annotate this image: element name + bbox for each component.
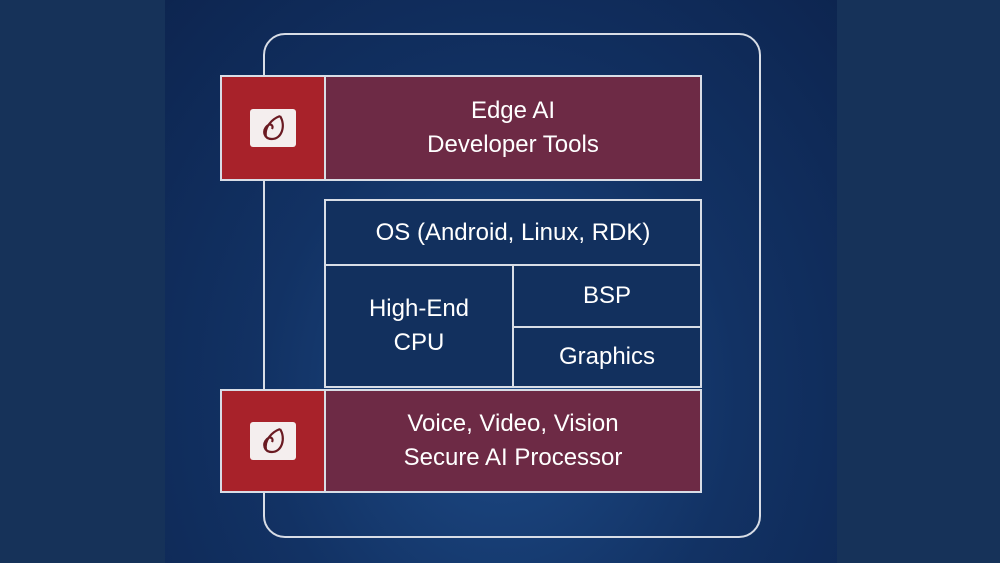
cpu-line2: CPU — [393, 329, 445, 356]
bottom-line1: Voice, Video, Vision — [407, 410, 619, 437]
bottom-line2: Secure AI Processor — [403, 444, 623, 471]
cpu-line1: High-End — [368, 295, 470, 322]
graphics-block: Graphics — [512, 326, 702, 388]
os-label: OS (Android, Linux, RDK) — [375, 218, 651, 246]
bsp-block: BSP — [512, 264, 702, 328]
graphics-label: Graphics — [558, 343, 656, 370]
top-line2: Developer Tools — [427, 131, 599, 158]
right-margin — [837, 0, 1000, 563]
leaf-logo-icon — [250, 109, 296, 147]
top-line1: Edge AI — [470, 97, 556, 124]
leaf-logo-icon — [250, 422, 296, 460]
os-block: OS (Android, Linux, RDK) — [324, 199, 702, 266]
top-logo-tile — [220, 75, 326, 181]
bsp-label: BSP — [582, 282, 632, 309]
outer-frame — [263, 33, 761, 538]
bottom-logo-tile — [220, 389, 326, 493]
edge-ai-developer-tools-block: Edge AI Developer Tools — [324, 75, 702, 181]
left-margin — [0, 0, 165, 563]
